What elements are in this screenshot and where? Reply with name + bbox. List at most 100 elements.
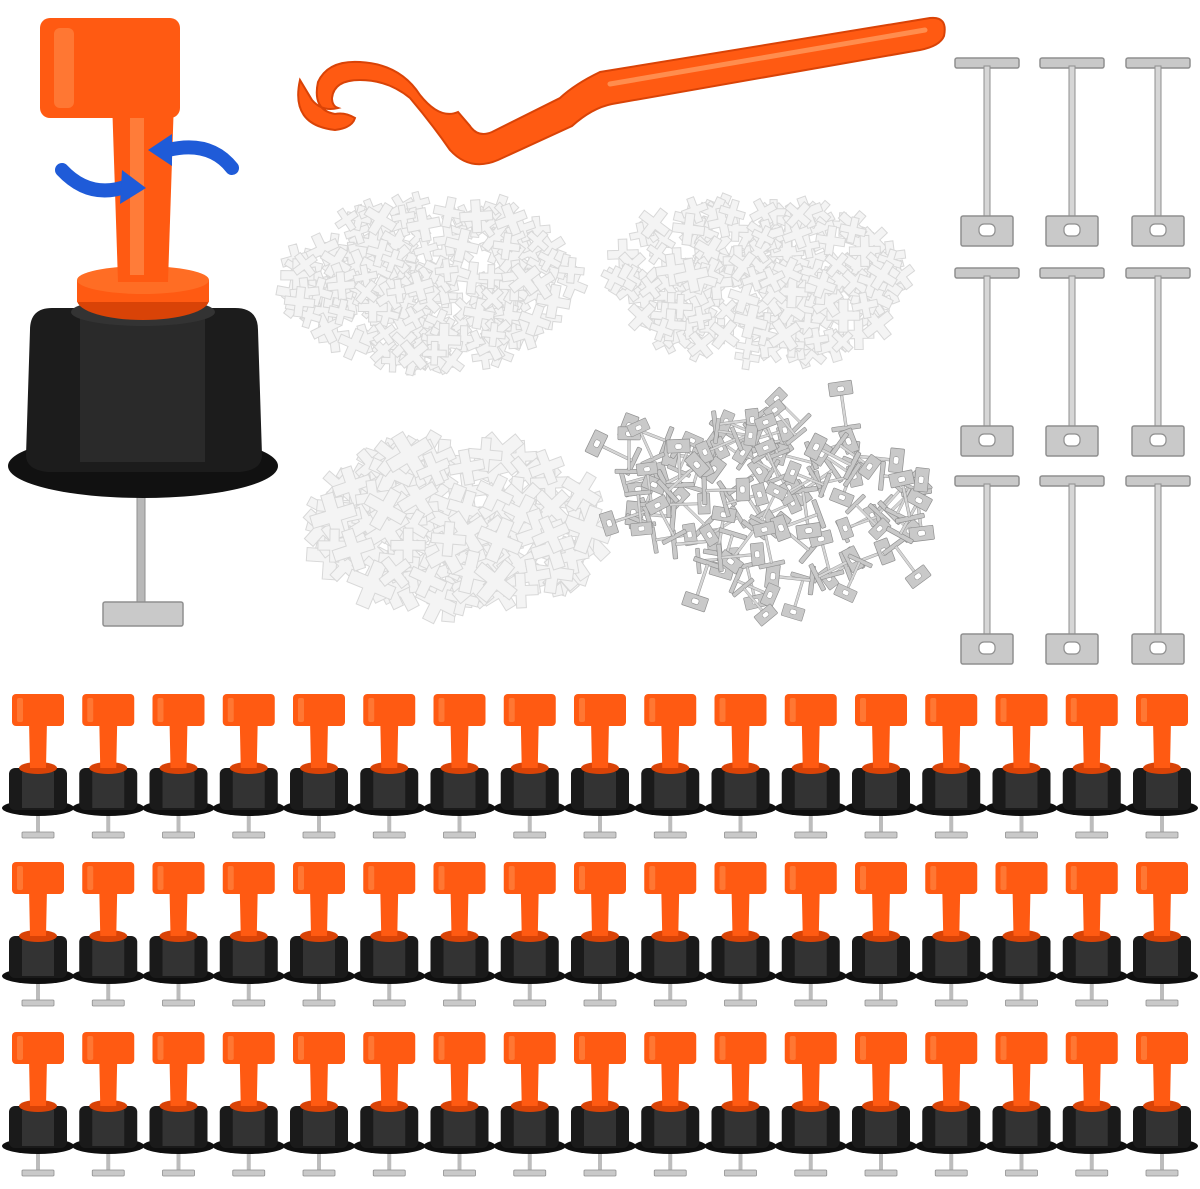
tile-spacer [803,327,830,353]
hero-cap-handle-shine [54,28,74,108]
leveling-needle [713,418,759,447]
tile-spacer [600,265,627,292]
tile-spacer [748,197,778,227]
leveling-needle [803,432,862,480]
leveling-needle [731,577,778,627]
tile-spacer [352,264,379,290]
tile-leveler [1126,862,1198,1007]
tile-leveler [142,694,215,839]
tile-leveler [985,694,1058,839]
leveling-needle [829,431,882,480]
tile-spacer [686,330,716,359]
tile-leveler [1126,694,1198,839]
tile-spacer [492,232,521,261]
tile-spacer [337,327,371,361]
leveling-needle [1125,57,1191,247]
tile-spacer [317,528,352,563]
tile-leveler [774,1032,847,1177]
tile-leveler [212,694,285,839]
tile-spacer [459,199,494,234]
tile-spacer [727,281,761,314]
tile-leveler [1055,694,1128,839]
tile-spacer [535,283,572,320]
hero-needle-shaft [136,489,146,606]
hero-base-shine [80,318,205,462]
tile-spacer [562,504,613,555]
tile-spacer [365,238,396,269]
tile-leveler [142,862,215,1007]
leveling-needle [695,426,744,465]
tile-leveler [72,1032,145,1177]
tile-spacer [648,317,675,343]
tile-spacer [536,247,563,273]
tile-spacer [750,224,776,250]
tile-spacer [357,292,388,323]
tile-leveler [634,862,707,1007]
tile-spacer [380,248,406,274]
tile-leveler [423,694,496,839]
tile-spacer [405,206,442,243]
leveling-needle [1039,267,1105,457]
leveling-needle [1125,267,1191,457]
tile-spacer [444,227,480,264]
leveling-needle [1039,57,1105,247]
tile-spacer [334,207,359,232]
hero-needle-foot [102,601,184,627]
tile-spacer [331,527,376,572]
leveling-needle [954,57,1020,247]
tile-spacer [292,251,318,278]
tile-spacer [680,196,709,225]
tile-leveler [915,862,988,1007]
tile-spacer [740,265,768,292]
tile-leveler [774,862,847,1007]
tile-leveler [2,1032,74,1177]
tile-spacer [447,448,486,486]
leveling-needle [624,489,653,537]
tile-spacer [814,225,846,257]
tile-spacer [667,293,694,320]
tile-spacer [851,291,879,320]
leveling-needle [782,460,832,498]
tile-spacer [480,321,507,348]
leveling-needle [878,460,930,493]
tile-leveler [283,1032,355,1177]
leveling-needle [728,567,781,608]
leveling-needle [882,535,932,589]
tile-spacer [403,270,435,302]
tile-leveler [704,694,777,839]
tile-spacer [397,339,430,371]
leveler-rows [2,694,1198,1177]
tile-spacer [415,451,452,487]
tile-spacer [353,279,379,305]
spacer-pile-small [302,429,613,625]
tile-leveler [142,1032,215,1177]
tile-leveler [634,1032,707,1177]
tile-spacer [462,297,496,330]
tile-leveler [845,862,917,1007]
leveling-needle [681,556,723,613]
tile-spacer [866,259,898,292]
tile-leveler [1055,1032,1128,1177]
tile-spacer [372,321,397,346]
tile-leveler [564,694,636,839]
tile-spacer [401,305,426,330]
leveling-needle [701,476,751,506]
tile-leveler [915,1032,988,1177]
leveling-needle [827,379,862,433]
tile-leveler [423,1032,496,1177]
tile-spacer [653,308,687,342]
tile-spacer [561,471,602,512]
tile-leveler [564,1032,636,1177]
tile-spacer [806,268,838,300]
tile-spacer [638,275,663,300]
tile-leveler [353,862,426,1007]
tile-leveler [212,862,285,1007]
tile-spacer [638,207,671,240]
tile-leveler [283,694,355,839]
tile-leveler [915,694,988,839]
tile-spacer [476,516,524,564]
tile-spacer [708,319,740,350]
tile-leveler [212,1032,285,1177]
tile-spacer [390,527,426,564]
tile-leveler [1126,1032,1198,1177]
